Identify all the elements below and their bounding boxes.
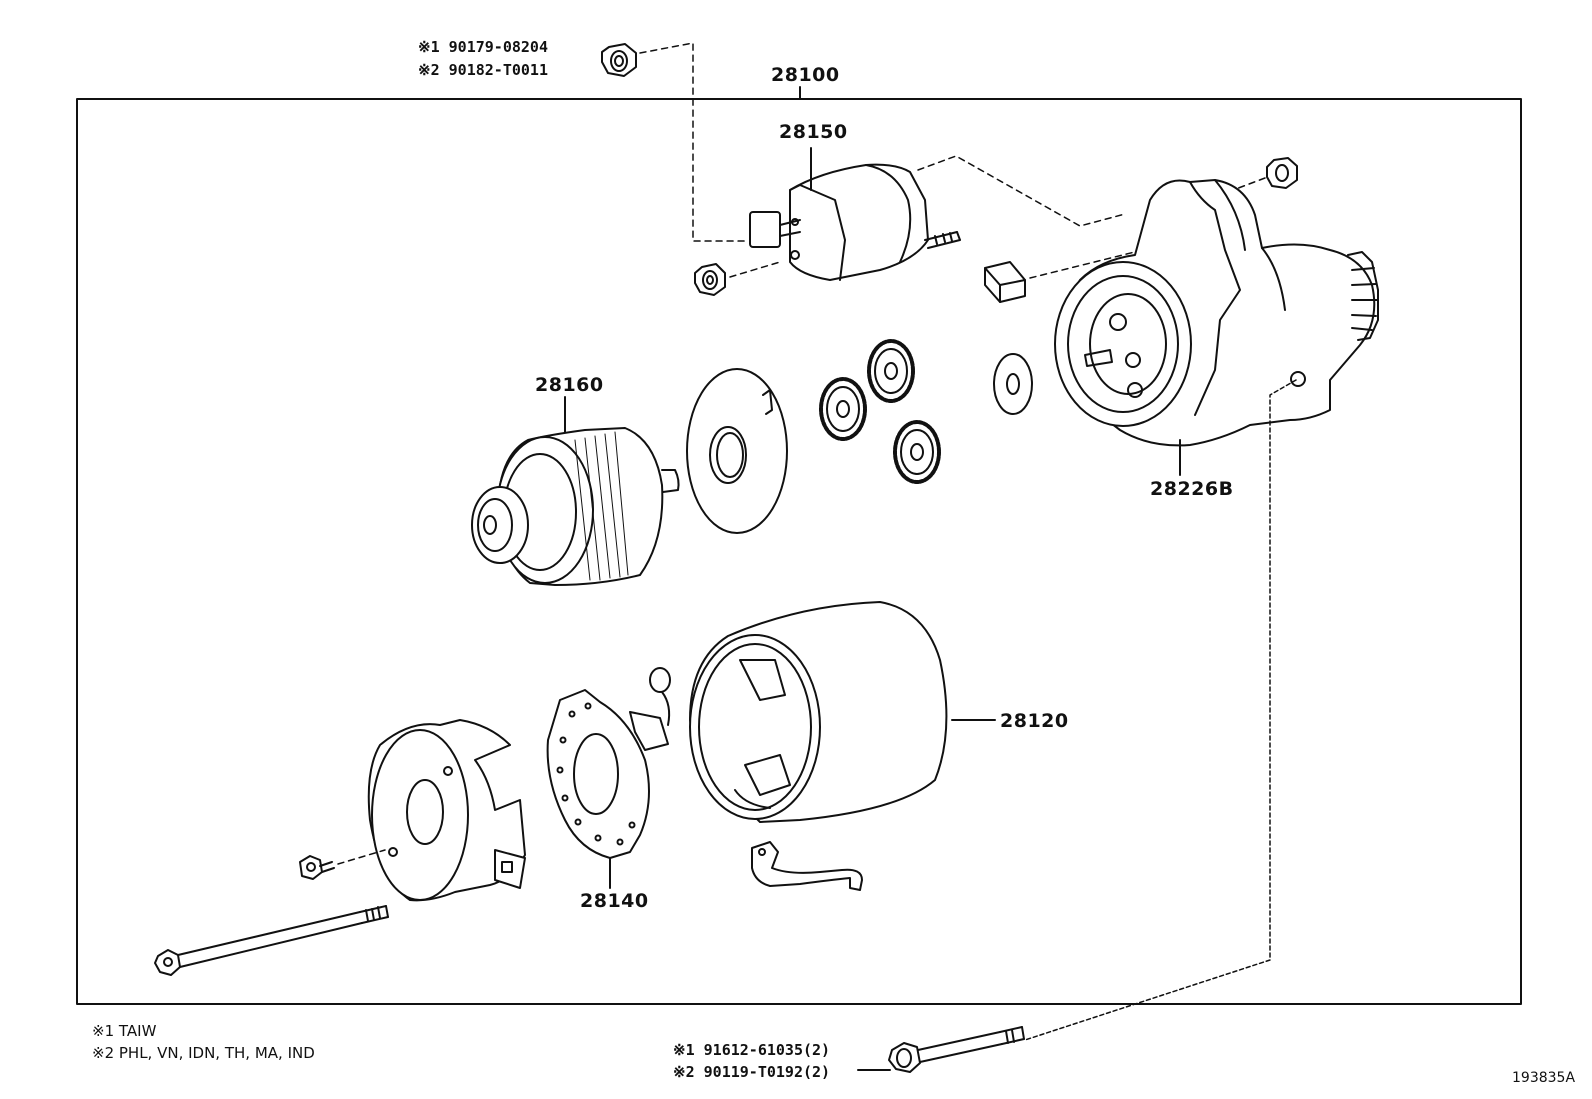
planetary-gear-icon [893,420,941,484]
housing-bolt-leader [1024,379,1297,1041]
brush-holder-part-label: 28140 [580,890,649,912]
bottom-bolt-callout-line1: ※1 91612-61035(2) [673,1041,831,1059]
bearing-block-icon [984,261,1026,303]
assembly-part-label: 28100 [771,64,840,86]
housing-nut-icon [1266,157,1298,189]
planetary-gear-icon [819,377,867,441]
solenoid-nut-icon [694,263,726,296]
brush-holder-icon [546,667,671,859]
note-1: ※1 TAIW [92,1022,157,1040]
note-2: ※2 PHL, VN, IDN, TH, MA, IND [92,1044,315,1062]
lead-wire-icon [751,841,863,891]
gear-plate-icon [686,368,788,534]
armature-part-label: 28160 [535,374,604,396]
end-cover-icon [367,719,526,902]
armature-icon [471,427,680,586]
small-screw-icon [299,855,335,880]
washer-icon [993,353,1033,415]
bottom-bolt-callout-line2: ※2 90119-T0192(2) [673,1063,831,1081]
yoke-icon [689,601,948,823]
top-nut-leader [639,42,747,242]
solenoid-part-label: 28150 [779,121,848,143]
top-nut-callout-line1: ※1 90179-08204 [418,38,548,56]
figure-id: 193835A [1512,1070,1576,1086]
housing-part-label: 28226B [1150,478,1234,500]
solenoid-housing-leader [917,155,1126,227]
yoke-part-label: 28120 [1000,710,1069,732]
solenoid-nut-leader [729,261,781,278]
small-screw-leader [337,849,386,865]
top-nut-callout-line2: ※2 90182-T0011 [418,61,548,79]
starter-housing-icon [1054,179,1379,447]
planetary-gear-icon [867,339,915,403]
through-bolt-icon [154,905,389,976]
solenoid-icon [749,163,961,281]
housing-bolt-icon [888,1026,1025,1073]
top-nut-icon [601,43,637,77]
